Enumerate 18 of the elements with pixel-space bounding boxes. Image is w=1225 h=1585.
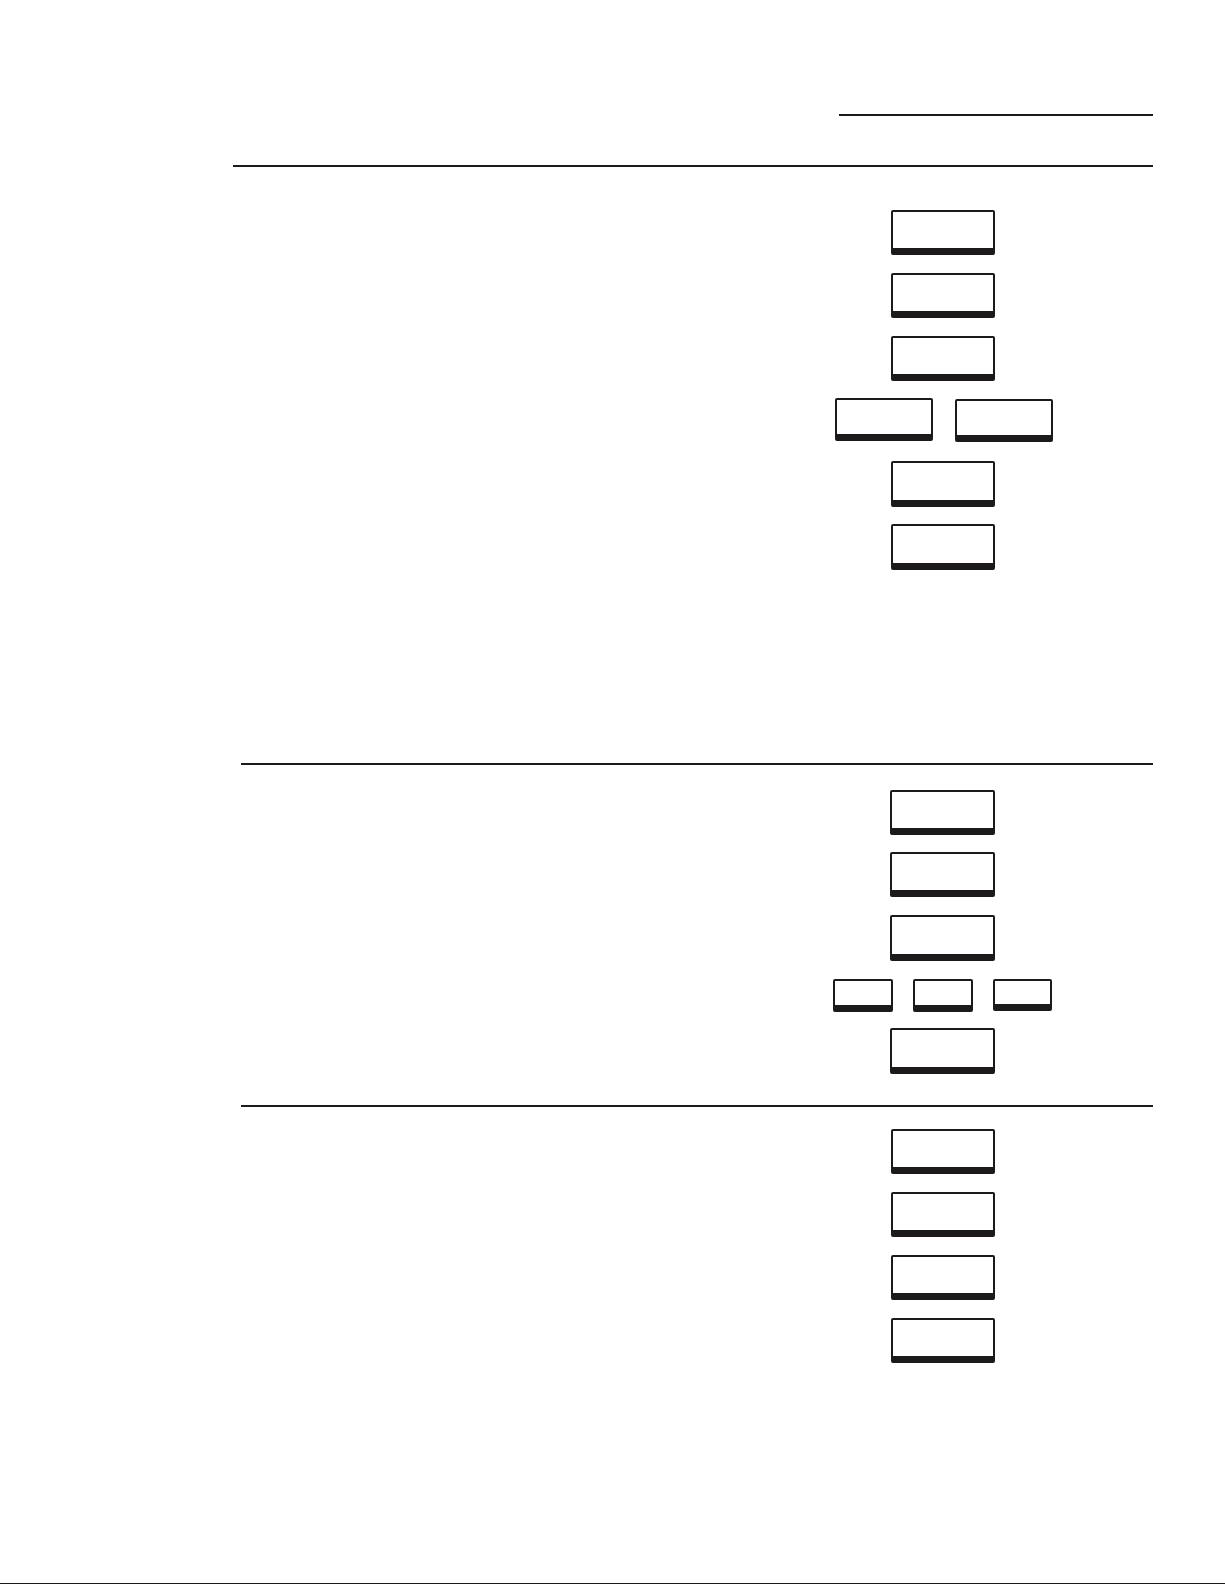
key-button — [890, 915, 995, 961]
key-button — [891, 336, 995, 381]
key-button — [891, 461, 995, 507]
key-button — [891, 1255, 995, 1300]
key-button — [835, 398, 933, 441]
key-button — [833, 979, 893, 1012]
key-button — [891, 1129, 995, 1174]
key-button — [891, 524, 995, 570]
key-button — [955, 399, 1053, 442]
key-button — [913, 979, 973, 1012]
key-button — [890, 1028, 995, 1074]
key-button — [890, 790, 995, 835]
key-button — [891, 1192, 995, 1237]
key-button — [993, 979, 1052, 1011]
key-button — [891, 1318, 995, 1363]
key-button — [891, 273, 995, 318]
key-button — [891, 210, 995, 255]
key-button — [890, 852, 995, 897]
